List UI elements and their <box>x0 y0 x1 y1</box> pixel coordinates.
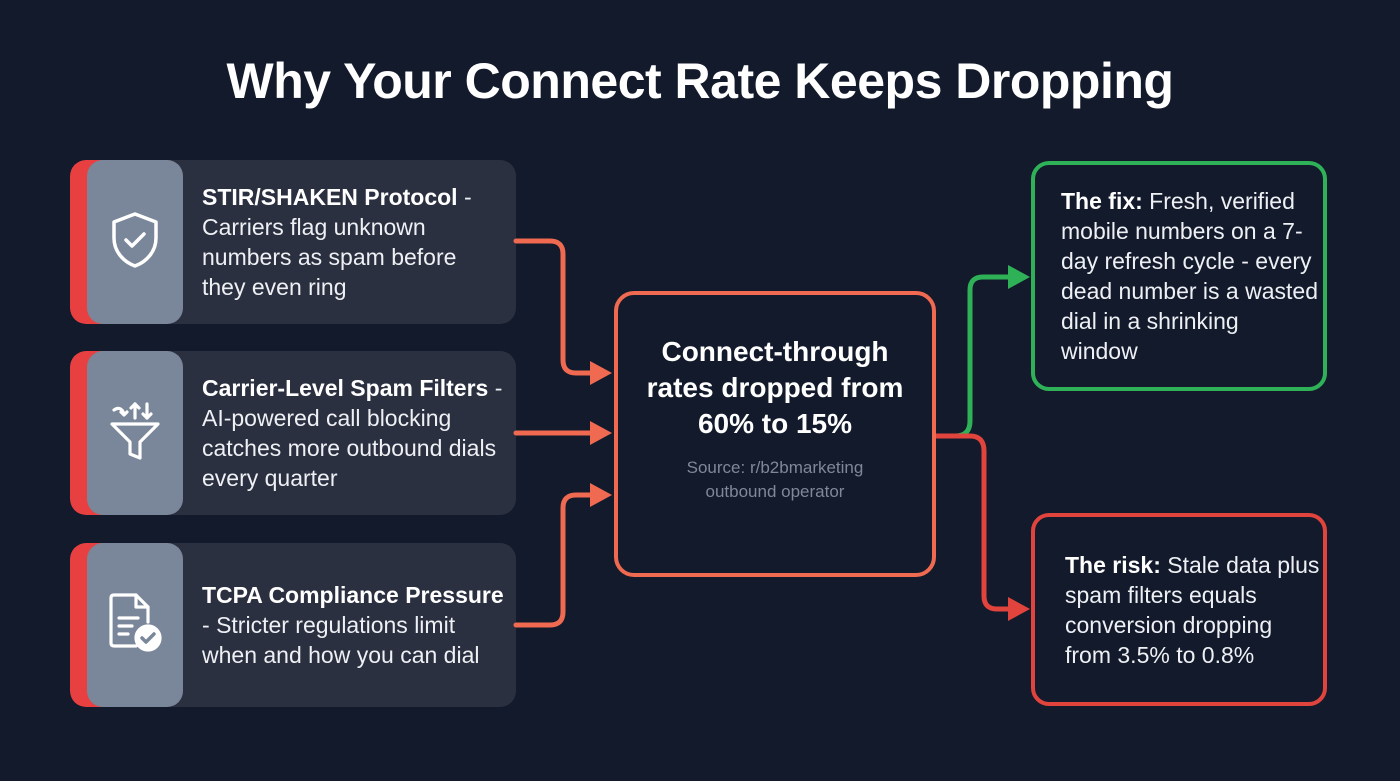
cause-card-tcpa: TCPA Compliance Pressure - Stricter regu… <box>70 543 516 707</box>
shield-check-icon <box>108 210 162 275</box>
cause-separator: - <box>488 375 503 401</box>
risk-body: Stale data plus spam filters equals conv… <box>1065 551 1320 668</box>
risk-label: The risk: <box>1065 551 1161 578</box>
cause-text: STIR/SHAKEN Protocol - Carriers flag unk… <box>202 160 504 324</box>
central-finding-box: Connect-through rates dropped from 60% t… <box>614 291 936 577</box>
central-headline: Connect-through rates dropped from 60% t… <box>646 336 904 439</box>
page-title: Why Your Connect Rate Keeps Dropping <box>226 53 1174 109</box>
document-check-icon <box>106 592 164 659</box>
cause-text: TCPA Compliance Pressure - Stricter regu… <box>202 543 504 707</box>
cause-separator: - <box>202 612 217 638</box>
cause-separator: - <box>457 184 472 210</box>
cause-card-stir-shaken: STIR/SHAKEN Protocol - Carriers flag unk… <box>70 160 516 324</box>
cause-card-spam-filters: Carrier-Level Spam Filters - AI-powered … <box>70 351 516 515</box>
icon-panel <box>87 160 183 324</box>
cause-body: AI-powered call blocking catches more ou… <box>202 405 497 491</box>
cause-title: Carrier-Level Spam Filters <box>202 375 489 401</box>
icon-panel <box>87 351 183 515</box>
cause-body: Stricter regulations limit when and how … <box>202 612 480 668</box>
risk-box: The risk: Stale data plus spam filters e… <box>1031 513 1327 706</box>
icon-panel <box>87 543 183 707</box>
source-citation: Source: r/b2bmarketing outbound operator <box>686 458 864 501</box>
cause-text: Carrier-Level Spam Filters - AI-powered … <box>202 351 504 515</box>
fix-label: The fix: <box>1061 188 1143 214</box>
cause-title: TCPA Compliance Pressure <box>202 582 504 608</box>
cause-title: STIR/SHAKEN Protocol <box>202 184 458 210</box>
filter-funnel-icon <box>108 400 162 467</box>
fix-box: The fix: Fresh, verified mobile numbers … <box>1031 161 1327 391</box>
fix-body: Fresh, verified mobile numbers on a 7-da… <box>1061 188 1318 364</box>
cause-body: Carriers flag unknown numbers as spam be… <box>202 214 457 300</box>
